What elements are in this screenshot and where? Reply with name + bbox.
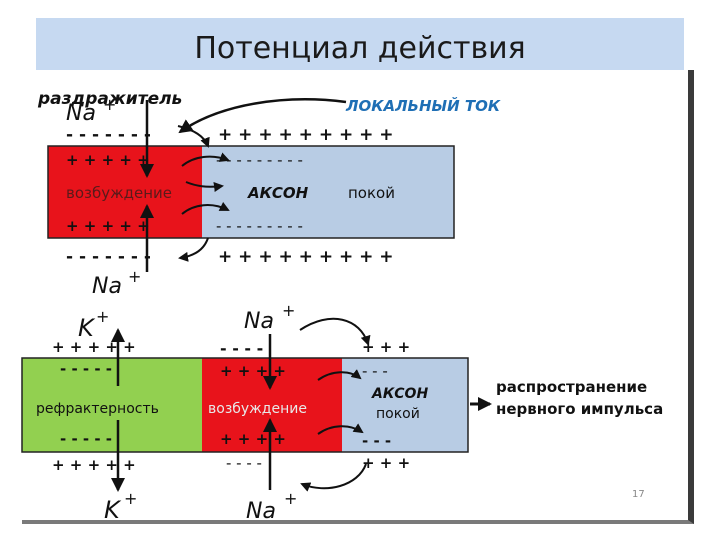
- green-inner-bottom-charges: - - - - -: [60, 430, 112, 448]
- top-axon-label: АКСОН: [247, 184, 309, 202]
- bottom-excited-label: возбуждение: [208, 401, 307, 417]
- loop-arrow-bottom-inner: [181, 201, 230, 215]
- top-outer-bottom-charges-right: + + + + + + + + +: [218, 247, 394, 267]
- top-inner-charges-right: - - - - - - - - -: [216, 151, 303, 169]
- bottom-rest-label: покой: [376, 406, 420, 422]
- page-number: 17: [632, 489, 645, 500]
- green-outer-top-charges: + + + + +: [52, 338, 136, 356]
- na-ion-top-charge: +: [103, 95, 116, 114]
- top-outer-charges-left: - - - - - - -: [66, 125, 151, 145]
- na-ion-bottom-top-charge: +: [282, 301, 295, 320]
- title-bar: [36, 18, 684, 72]
- blue-inner-bottom-charges: - - -: [362, 432, 391, 450]
- red-outer-top-charges: - - - -: [220, 339, 263, 358]
- bottom-axon-outline: [21, 357, 469, 453]
- propagation-label-line1: распространение: [496, 378, 647, 396]
- bottom-loop-arrow-top-outer: [299, 317, 371, 346]
- bottom-rest-zone: [342, 358, 468, 452]
- top-outer-charges-right: + + + + + + + + +: [218, 125, 394, 145]
- blue-inner-top-charges: - - -: [362, 362, 388, 380]
- top-inner-charges-left: + + + + +: [66, 151, 150, 169]
- loop-arrow-bottom-outer: [178, 237, 209, 262]
- top-excitation-zone: [48, 146, 202, 238]
- loop-arrow-top-inner: [181, 152, 230, 167]
- green-outer-bottom-charges: + + + + +: [52, 456, 136, 474]
- blue-outer-bottom-charges: + + +: [362, 454, 410, 472]
- bottom-loop-arrow-bottom-outer: [300, 463, 367, 492]
- bottom-loop-arrow-top-inner: [317, 369, 362, 381]
- blue-outer-top-charges: + + +: [362, 338, 410, 356]
- red-outer-bottom-charges: - - - -: [226, 454, 262, 472]
- loop-arrow-top-mid: [185, 181, 224, 192]
- red-inner-top-charges: + + + +: [220, 362, 286, 380]
- refractory-zone: [22, 358, 202, 452]
- top-inner-bottom-charges-right: - - - - - - - - -: [216, 217, 303, 235]
- top-rest-zone: [202, 146, 454, 238]
- top-axon-outline: [47, 145, 455, 239]
- loop-arrow-top-outer: [177, 125, 210, 148]
- na-ion-bottom-bottom: Na: [246, 499, 276, 524]
- k-ion-top: K: [78, 314, 96, 342]
- k-ion-bottom-charge: +: [124, 489, 137, 508]
- na-ion-bottom-top: Na: [244, 309, 274, 334]
- red-inner-bottom-charges: + + + +: [220, 430, 286, 448]
- na-ion-top: Na: [66, 101, 96, 126]
- top-inner-bottom-charges-left: + + + + +: [66, 217, 150, 235]
- bottom-excitation-zone: [202, 358, 342, 452]
- k-ion-bottom: K: [104, 496, 122, 524]
- na-ion-bottom-charge: +: [128, 267, 141, 286]
- green-inner-top-charges: - - - - -: [60, 360, 112, 378]
- k-ion-top-charge: +: [96, 307, 109, 326]
- local-current-arrow: [178, 98, 347, 134]
- top-excited-label: возбуждение: [66, 184, 172, 202]
- bottom-loop-arrow-bottom-inner: [317, 423, 364, 435]
- top-rest-label: покой: [348, 184, 395, 202]
- na-ion-bottom-bottom-charge: +: [284, 489, 297, 508]
- na-ion-bottom: Na: [92, 274, 122, 299]
- top-outer-bottom-charges-left: - - - - - - -: [66, 247, 151, 267]
- local-current-label: ЛОКАЛЬНЫЙ ТОК: [345, 96, 501, 115]
- bottom-axon-label: АКСОН: [371, 386, 428, 402]
- propagation-label-line2: нервного импульса: [496, 400, 663, 418]
- slide-title: Потенциал действия: [194, 31, 526, 66]
- refractory-label: рефрактерность: [36, 401, 159, 417]
